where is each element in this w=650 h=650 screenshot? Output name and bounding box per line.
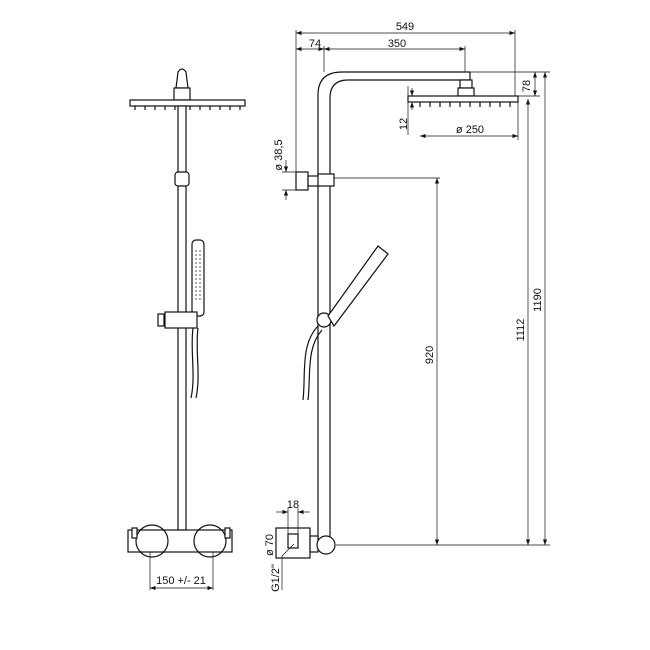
- dim-arm-length: 350: [388, 38, 406, 50]
- side-shower-head: [407, 95, 519, 103]
- front-slider: [174, 171, 190, 187]
- front-shower-head: [129, 99, 246, 107]
- dim-total-projection: 549: [396, 21, 414, 33]
- dim-eccentric-diameter: ø 70: [264, 534, 276, 556]
- dim-wall-offset: 74: [309, 38, 321, 50]
- dim-holder-height: 920: [424, 346, 436, 364]
- front-holder: [164, 311, 198, 329]
- dim-thread: G1/2": [270, 564, 282, 592]
- dim-head-thickness: 12: [398, 118, 410, 130]
- front-view: 150 +/- 21: [127, 68, 246, 591]
- dim-head-drop: 78: [521, 80, 533, 92]
- dim-center-distance: 150 +/- 21: [156, 575, 206, 587]
- dim-total-height: 1190: [532, 288, 544, 312]
- front-hand-shower: [191, 239, 205, 317]
- side-view: 549 74 350 78 1190 1112 920 12 ø 250 ø 3…: [264, 21, 550, 592]
- head-knob: [175, 68, 189, 89]
- wall-bracket: [295, 171, 309, 191]
- head-connector: [173, 87, 191, 101]
- dim-connector-depth: 18: [287, 499, 299, 511]
- side-hand-shower: [327, 245, 389, 328]
- dim-head-diameter: ø 250: [456, 124, 484, 136]
- dim-head-height: 1112: [515, 319, 527, 342]
- dim-bracket-diameter: ø 38,5: [273, 139, 285, 170]
- front-mixer: [127, 529, 233, 553]
